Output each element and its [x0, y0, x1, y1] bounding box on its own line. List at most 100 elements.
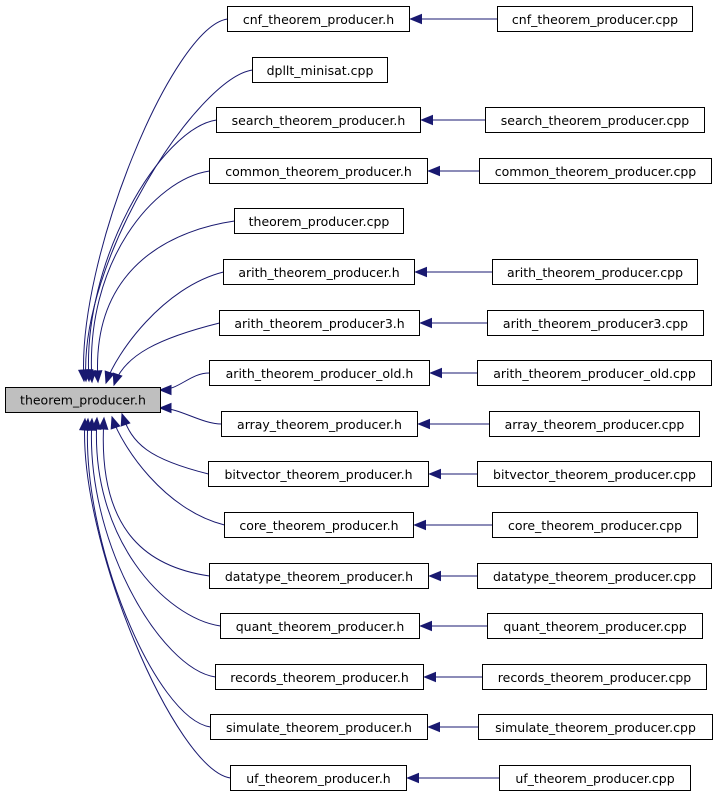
dependent-source-node-label: simulate_theorem_producer.cpp: [495, 720, 696, 735]
dependent-source-node[interactable]: arith_theorem_producer3.cpp: [487, 310, 704, 336]
dependent-header-node-box: [220, 613, 420, 639]
dependent-header-node-box: [221, 411, 418, 437]
dependent-source-node[interactable]: datatype_theorem_producer.cpp: [477, 563, 712, 589]
dependent-source-node-label: quant_theorem_producer.cpp: [503, 619, 686, 634]
dependent-source-node-box: [487, 613, 703, 639]
dependent-header-node[interactable]: arith_theorem_producer.h: [223, 259, 415, 285]
dependent-header-node[interactable]: arith_theorem_producer3.h: [219, 310, 420, 336]
dependent-header-node[interactable]: quant_theorem_producer.h: [220, 613, 420, 639]
dependent-source-node-label: arith_theorem_producer_old.cpp: [493, 366, 696, 381]
dependent-source-node-box: [482, 664, 707, 690]
dependent-source-node-box: [492, 512, 698, 538]
dependent-header-node-label: dpllt_minisat.cpp: [267, 63, 374, 78]
dependent-header-node[interactable]: simulate_theorem_producer.h: [210, 714, 428, 740]
include-edge: [95, 417, 221, 627]
dependent-header-node[interactable]: records_theorem_producer.h: [215, 664, 424, 690]
dependent-source-node-label: cnf_theorem_producer.cpp: [512, 12, 678, 27]
dependent-source-node[interactable]: records_theorem_producer.cpp: [482, 664, 707, 690]
dependent-source-node[interactable]: common_theorem_producer.cpp: [479, 158, 712, 184]
edge-arrowhead: [112, 372, 123, 387]
include-edge: [102, 417, 210, 577]
dependent-source-node-box: [497, 6, 693, 32]
dependent-header-node-label: arith_theorem_producer3.h: [234, 316, 404, 331]
root-node-label: theorem_producer.h: [20, 393, 146, 408]
dependent-header-node-label: core_theorem_producer.h: [239, 518, 398, 533]
dependent-header-node[interactable]: theorem_producer.cpp: [234, 208, 404, 234]
dependent-header-node-label: search_theorem_producer.h: [232, 113, 406, 128]
edge-arrowhead: [419, 620, 432, 632]
dependent-header-node-box: [208, 461, 429, 487]
dependent-header-node-box: [209, 563, 429, 589]
dependent-source-node[interactable]: arith_theorem_producer_old.cpp: [477, 360, 712, 386]
dependent-header-node-label: datatype_theorem_producer.h: [225, 569, 413, 584]
dependent-source-node[interactable]: bitvector_theorem_producer.cpp: [477, 461, 712, 487]
dependent-source-node-label: datatype_theorem_producer.cpp: [493, 569, 696, 584]
dependent-source-node-box: [477, 563, 712, 589]
dependent-header-node-label: common_theorem_producer.h: [225, 164, 412, 179]
edge-arrowhead: [419, 317, 432, 329]
dependent-source-node[interactable]: core_theorem_producer.cpp: [492, 512, 698, 538]
dependent-source-node-box: [478, 714, 713, 740]
dependent-header-node-label: simulate_theorem_producer.h: [226, 720, 412, 735]
dependent-source-node-label: common_theorem_producer.cpp: [495, 164, 696, 179]
edge-arrowhead: [428, 570, 441, 582]
root-node[interactable]: theorem_producer.h: [5, 387, 161, 413]
dependent-source-node-box: [477, 461, 712, 487]
node-layer: theorem_producer.h cnf_theorem_producer.…: [5, 6, 713, 791]
edge-arrowhead: [413, 519, 426, 531]
edge-arrowhead: [423, 671, 436, 683]
dependent-header-node-box: [224, 512, 414, 538]
dependent-source-node[interactable]: uf_theorem_producer.cpp: [499, 765, 691, 791]
dependent-header-node[interactable]: bitvector_theorem_producer.h: [208, 461, 429, 487]
include-edge: [87, 119, 217, 382]
include-edge: [121, 413, 209, 475]
edge-arrowhead: [427, 721, 440, 733]
dependent-header-node-label: array_theorem_producer.h: [237, 417, 402, 432]
dependent-header-node[interactable]: dpllt_minisat.cpp: [252, 57, 388, 83]
dependent-header-node-box: [210, 714, 428, 740]
dependent-source-node-box: [479, 158, 712, 184]
include-edge: [90, 170, 210, 383]
edge-arrowhead: [120, 412, 131, 427]
dependent-source-node-label: core_theorem_producer.cpp: [508, 518, 682, 533]
dependent-header-node-box: [252, 57, 388, 83]
dependent-source-node[interactable]: array_theorem_producer.cpp: [489, 411, 700, 437]
edge-arrowhead: [417, 418, 430, 430]
edge-arrowhead: [427, 165, 440, 177]
dependent-source-node-label: records_theorem_producer.cpp: [498, 670, 691, 685]
edge-arrowhead: [429, 367, 442, 379]
dependent-source-node[interactable]: simulate_theorem_producer.cpp: [478, 714, 713, 740]
dependent-header-node-box: [230, 765, 407, 791]
dependent-source-node-label: uf_theorem_producer.cpp: [515, 771, 674, 786]
edge-arrowhead: [79, 417, 90, 431]
dependent-header-node-label: arith_theorem_producer_old.h: [226, 366, 414, 381]
dependent-header-node[interactable]: core_theorem_producer.h: [224, 512, 414, 538]
include-edge: [113, 322, 220, 386]
edge-arrowhead: [92, 370, 103, 384]
edge-arrowhead: [98, 416, 109, 430]
dependent-header-node[interactable]: search_theorem_producer.h: [216, 107, 421, 133]
include-edge: [84, 418, 231, 779]
dependent-header-node-label: cnf_theorem_producer.h: [243, 12, 394, 27]
dependent-source-node[interactable]: search_theorem_producer.cpp: [485, 107, 705, 133]
dependent-header-node[interactable]: common_theorem_producer.h: [209, 158, 428, 184]
dependent-source-node-label: arith_theorem_producer3.cpp: [503, 316, 688, 331]
dependent-source-node[interactable]: quant_theorem_producer.cpp: [487, 613, 703, 639]
edge-arrowhead: [420, 114, 433, 126]
edge-arrowhead: [110, 415, 121, 430]
dependent-source-node[interactable]: arith_theorem_producer.cpp: [492, 259, 698, 285]
dependent-header-node[interactable]: cnf_theorem_producer.h: [227, 6, 410, 32]
include-edge: [97, 220, 235, 383]
dependent-header-node[interactable]: datatype_theorem_producer.h: [209, 563, 429, 589]
edge-arrowhead: [104, 370, 115, 385]
dependent-header-node-label: theorem_producer.cpp: [249, 214, 390, 229]
dependent-source-node[interactable]: cnf_theorem_producer.cpp: [497, 6, 693, 32]
dependent-header-node[interactable]: arith_theorem_producer_old.h: [209, 360, 430, 386]
dependent-header-node[interactable]: uf_theorem_producer.h: [230, 765, 407, 791]
edge-layer: [78, 13, 500, 784]
dependent-source-node-box: [489, 411, 700, 437]
edge-arrowhead: [414, 266, 427, 278]
dependent-header-node[interactable]: array_theorem_producer.h: [221, 411, 418, 437]
dependent-source-node-label: bitvector_theorem_producer.cpp: [493, 467, 696, 482]
